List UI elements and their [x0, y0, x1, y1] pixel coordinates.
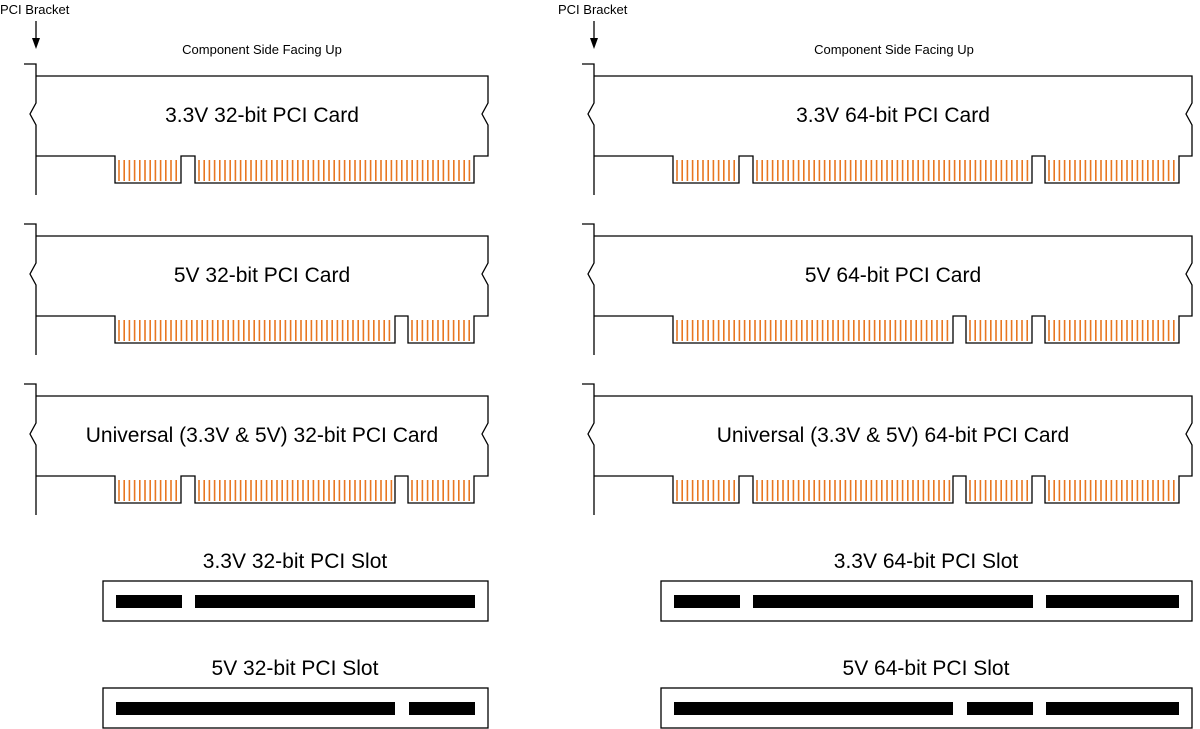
left-slot-2-opening — [116, 702, 395, 715]
left-card-1 — [24, 63, 489, 195]
left-bracket-label: PCI Bracket — [0, 2, 70, 17]
right-card-title-1: 3.3V 64-bit PCI Card — [796, 104, 990, 127]
left-card-title-2: 5V 32-bit PCI Card — [174, 264, 350, 287]
left-bracket-arrow — [32, 21, 40, 49]
right-card-title-2: 5V 64-bit PCI Card — [805, 264, 981, 287]
right-bracket-label: PCI Bracket — [558, 2, 628, 17]
right-bracket-arrow — [590, 21, 598, 49]
right-orientation-label: Component Side Facing Up — [814, 42, 974, 57]
right-card-3-outline — [594, 395, 1193, 504]
right-card-2 — [582, 223, 1193, 355]
left-slot-2 — [102, 687, 489, 729]
left-card-title-3: Universal (3.3V & 5V) 32-bit PCI Card — [86, 424, 438, 447]
left-card-3-outline — [36, 395, 489, 504]
right-card-2-bracket — [582, 223, 595, 355]
left-card-3 — [24, 383, 489, 515]
right-slot-title-2: 5V 64-bit PCI Slot — [843, 657, 1010, 680]
right-slot-title-1: 3.3V 64-bit PCI Slot — [834, 550, 1019, 573]
left-orientation-label: Component Side Facing Up — [182, 42, 342, 57]
right-card-3-bracket — [582, 383, 595, 515]
cards-layer — [24, 63, 1193, 515]
right-card-3 — [582, 383, 1193, 515]
right-card-1-outline — [594, 75, 1193, 184]
left-slot-title-1: 3.3V 32-bit PCI Slot — [203, 550, 388, 573]
left-slot-1-opening — [195, 595, 475, 608]
left-card-2-bracket — [24, 223, 37, 355]
right-slot-1-opening — [753, 595, 1033, 608]
right-slot-2-opening — [674, 702, 953, 715]
right-card-title-3: Universal (3.3V & 5V) 64-bit PCI Card — [717, 424, 1069, 447]
left-slot-1 — [102, 580, 489, 622]
left-slot-1-opening — [116, 595, 182, 608]
right-slot-1-opening — [674, 595, 740, 608]
right-slot-2-opening — [1046, 702, 1179, 715]
right-slot-2 — [660, 687, 1193, 729]
right-card-1 — [582, 63, 1193, 195]
left-card-1-outline — [36, 75, 489, 184]
right-card-1-bracket — [582, 63, 595, 195]
left-card-1-bracket — [24, 63, 37, 195]
left-card-3-bracket — [24, 383, 37, 515]
left-slot-title-2: 5V 32-bit PCI Slot — [212, 657, 379, 680]
right-slot-1-opening — [1046, 595, 1179, 608]
left-card-title-1: 3.3V 32-bit PCI Card — [165, 104, 359, 127]
slots-layer — [102, 580, 1193, 729]
right-card-2-outline — [594, 235, 1193, 344]
left-slot-2-opening — [409, 702, 475, 715]
left-card-2-outline — [36, 235, 489, 344]
left-card-2 — [24, 223, 489, 355]
right-slot-1 — [660, 580, 1193, 622]
right-slot-2-opening — [967, 702, 1033, 715]
